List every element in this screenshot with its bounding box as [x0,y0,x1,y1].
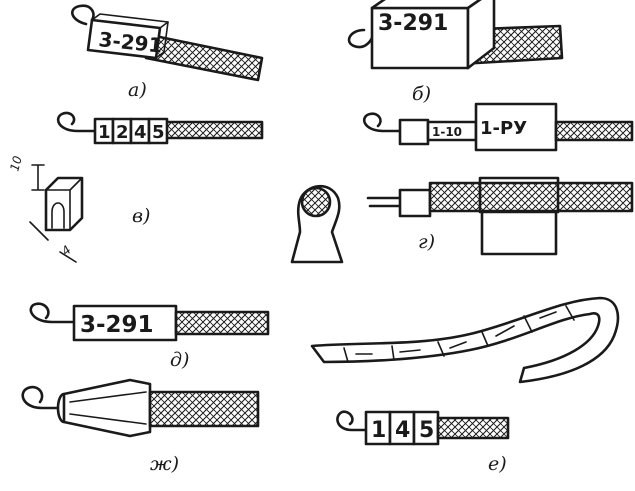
label-e: е) [488,453,507,475]
label-d: д) [170,349,189,371]
tag-side [466,0,496,70]
hook [71,4,95,26]
ring-text: 5 [152,122,165,143]
ring-text: 4 [134,122,147,143]
small-sleeve [398,118,430,146]
tag-top [370,0,482,10]
hook [56,111,97,133]
ring-detail: 10 4 [7,154,84,263]
ring-text: 5 [419,418,434,443]
ring-text: 1 [98,122,111,143]
variant-zh: ж) [21,378,260,475]
hook [347,28,374,49]
dim-height: 10 [7,154,25,173]
label-b: б) [412,83,431,105]
cable-body [436,416,510,440]
variant-d: 3-291 д) [29,302,270,371]
variant-a: 3-291 а) [71,4,264,101]
tag-text: 3-291 [80,312,154,338]
wire-tip [366,196,402,208]
dim-width: 4 [59,243,74,259]
cable-body [554,120,634,142]
hanging-tag [480,210,558,256]
ring-markers: 1 4 5 [364,410,440,446]
ring-text: 1 [371,418,386,443]
cable-body [164,120,264,140]
cable-body [144,33,264,82]
sleeve-ring [398,188,432,218]
label-a: а) [128,79,147,101]
label-v: в) [132,205,150,227]
variant-g: 1-10 1-РУ г) [290,102,634,264]
tag-sleeve-top [91,13,169,29]
tag-sleeve [72,304,178,342]
cable-body [174,310,270,336]
variant-v: 1 2 4 5 10 4 в) [7,111,264,263]
cable-body [148,390,260,428]
cone-marker [62,378,152,438]
ring-text: 2 [116,122,129,143]
marker-tape [310,296,620,384]
hook [362,112,402,133]
variant-e: 1 4 5 е) [310,296,620,475]
hook [21,385,62,410]
tag-text: 3-291 [378,11,448,36]
cable-body-lower [428,181,634,213]
small-tag-text: 1-10 [432,125,462,139]
variant-b: 3-291 б) [347,0,564,105]
hook [29,302,76,324]
large-tag-text: 1-РУ [480,118,527,139]
label-zh: ж) [150,453,179,475]
ring-text: 4 [395,418,410,443]
hook [336,410,368,432]
clip-section [290,184,344,264]
ring-markers: 1 2 4 5 [93,117,169,145]
label-g: г) [418,231,435,253]
